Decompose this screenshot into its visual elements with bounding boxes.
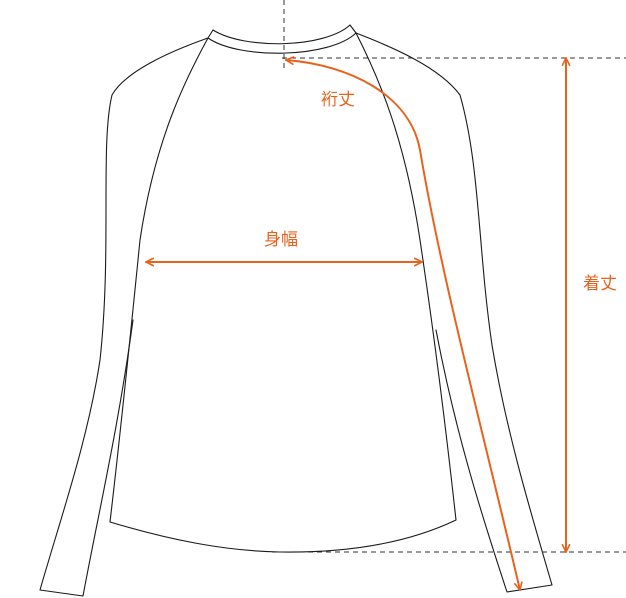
total-length-label: 着丈 [583, 274, 617, 294]
left-sleeve [39, 37, 209, 597]
collar-left-edge [207, 29, 214, 39]
hem [109, 519, 457, 553]
raglan-shirt-outline [39, 24, 553, 597]
sleeve-length-arrow [285, 56, 523, 591]
collar-inner [212, 24, 351, 45]
right-raglan-seam [355, 32, 457, 521]
collar-right-edge [349, 24, 357, 34]
left-raglan-seam [109, 37, 209, 523]
measurements [145, 56, 571, 591]
sleeve-length-label: 裄丈 [321, 90, 355, 110]
collar-outer [207, 32, 357, 54]
body-width-label: 身幅 [264, 230, 298, 250]
